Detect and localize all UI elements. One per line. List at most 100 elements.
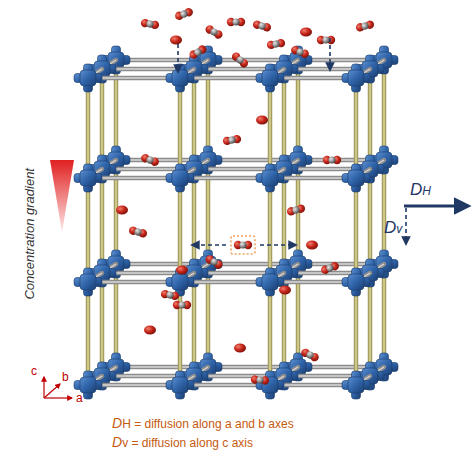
co2-molecule [320, 261, 340, 275]
vertical-rod [296, 264, 301, 367]
gas-molecule [116, 206, 128, 215]
rod-highlight [269, 178, 270, 282]
vertical-rod [382, 160, 387, 264]
vertical-rod [86, 78, 91, 178]
vertical-rod [382, 60, 387, 160]
gas-molecule [256, 116, 268, 125]
axis-arrow [44, 384, 60, 398]
vertical-rod [86, 282, 91, 385]
co2-molecule [300, 347, 320, 362]
co2-molecule [140, 18, 160, 29]
rod-highlight [101, 273, 102, 376]
gas-molecule [176, 266, 188, 275]
vertical-rod [192, 169, 197, 273]
co2-molecule [140, 153, 160, 167]
gas-molecule [279, 286, 291, 295]
vertical-rod [86, 178, 91, 282]
co2-molecule [230, 51, 249, 69]
vertical-rod [368, 69, 373, 169]
rod-highlight [115, 160, 116, 264]
joint-node [342, 371, 370, 399]
co2-molecule [355, 20, 375, 33]
vertical-rod [268, 178, 273, 282]
rod-highlight [193, 169, 194, 273]
rod-highlight [207, 264, 208, 367]
diffusion-arrow [329, 38, 331, 70]
joint-node [166, 164, 194, 192]
vertical-rod [114, 60, 119, 160]
diffusion-arrow [260, 244, 296, 246]
joint-node [256, 164, 284, 192]
co2-molecule [266, 38, 286, 49]
legend-note: Dv = diffusion along c axis [112, 434, 253, 451]
rod-highlight [179, 78, 180, 178]
rod-highlight [383, 264, 384, 367]
co2-molecule [252, 20, 272, 33]
co2-molecule [174, 7, 194, 21]
co2-molecule [160, 289, 180, 300]
rod-highlight [193, 69, 194, 169]
molecules [116, 7, 375, 385]
vertical-rod [368, 273, 373, 376]
axis-arrow [43, 377, 44, 398]
diffusion-symbol: Dv [384, 218, 402, 238]
rod-highlight [115, 264, 116, 367]
rod-highlight [283, 69, 284, 169]
vertical-rod [368, 169, 373, 273]
vertical-rod [354, 178, 359, 282]
rod-highlight [207, 160, 208, 264]
rod-highlight [115, 60, 116, 160]
co2-molecule [250, 375, 269, 385]
joint-node [166, 371, 194, 399]
vertical-rod [100, 69, 105, 169]
axis-label: b [62, 370, 69, 384]
vertical-rod [282, 169, 287, 273]
rod-highlight [101, 169, 102, 273]
rod-highlight [269, 282, 270, 385]
rod-highlight [355, 282, 356, 385]
co2-molecule [290, 45, 310, 59]
co2-molecule [128, 226, 148, 239]
axis-arrow [44, 397, 72, 398]
rod-highlight [369, 69, 370, 169]
rod-highlight [87, 178, 88, 282]
rod-highlight [297, 264, 298, 367]
vertical-rod [282, 69, 287, 169]
rod-highlight [355, 178, 356, 282]
rod-highlight [355, 78, 356, 178]
rod-highlight [269, 78, 270, 178]
vertical-rod [296, 60, 301, 160]
co2-molecule [323, 156, 341, 164]
diffusion-arrow [192, 244, 226, 246]
rod-highlight [207, 60, 208, 160]
rod-highlight [101, 69, 102, 169]
joint-node [256, 371, 284, 399]
diffusion-arrow [177, 44, 179, 72]
rod-highlight [369, 169, 370, 273]
gradient-label: Concentration gradient [22, 154, 38, 314]
rod-highlight [179, 282, 180, 385]
rod-highlight [87, 78, 88, 178]
gas-molecule [300, 28, 312, 37]
diffusion-arrow [404, 205, 468, 208]
vertical-rod [354, 282, 359, 385]
co2-molecule [204, 24, 224, 40]
co2-molecule [173, 301, 191, 309]
rod-highlight [383, 160, 384, 264]
vertical-rod [114, 264, 119, 367]
vertical-rod [206, 264, 211, 367]
co2-molecule [227, 18, 245, 26]
vertical-rod [178, 78, 183, 178]
rod-highlight [87, 282, 88, 385]
lattice [74, 46, 398, 399]
rod-highlight [193, 273, 194, 376]
co2-molecule [222, 134, 242, 145]
rod-highlight [369, 273, 370, 376]
vertical-rod [206, 160, 211, 264]
joint-node [342, 268, 370, 296]
joint-node [256, 64, 284, 92]
co2-molecule [204, 254, 224, 270]
gas-molecule [234, 344, 246, 353]
joint-node [74, 268, 102, 296]
gas-molecule [144, 326, 156, 335]
